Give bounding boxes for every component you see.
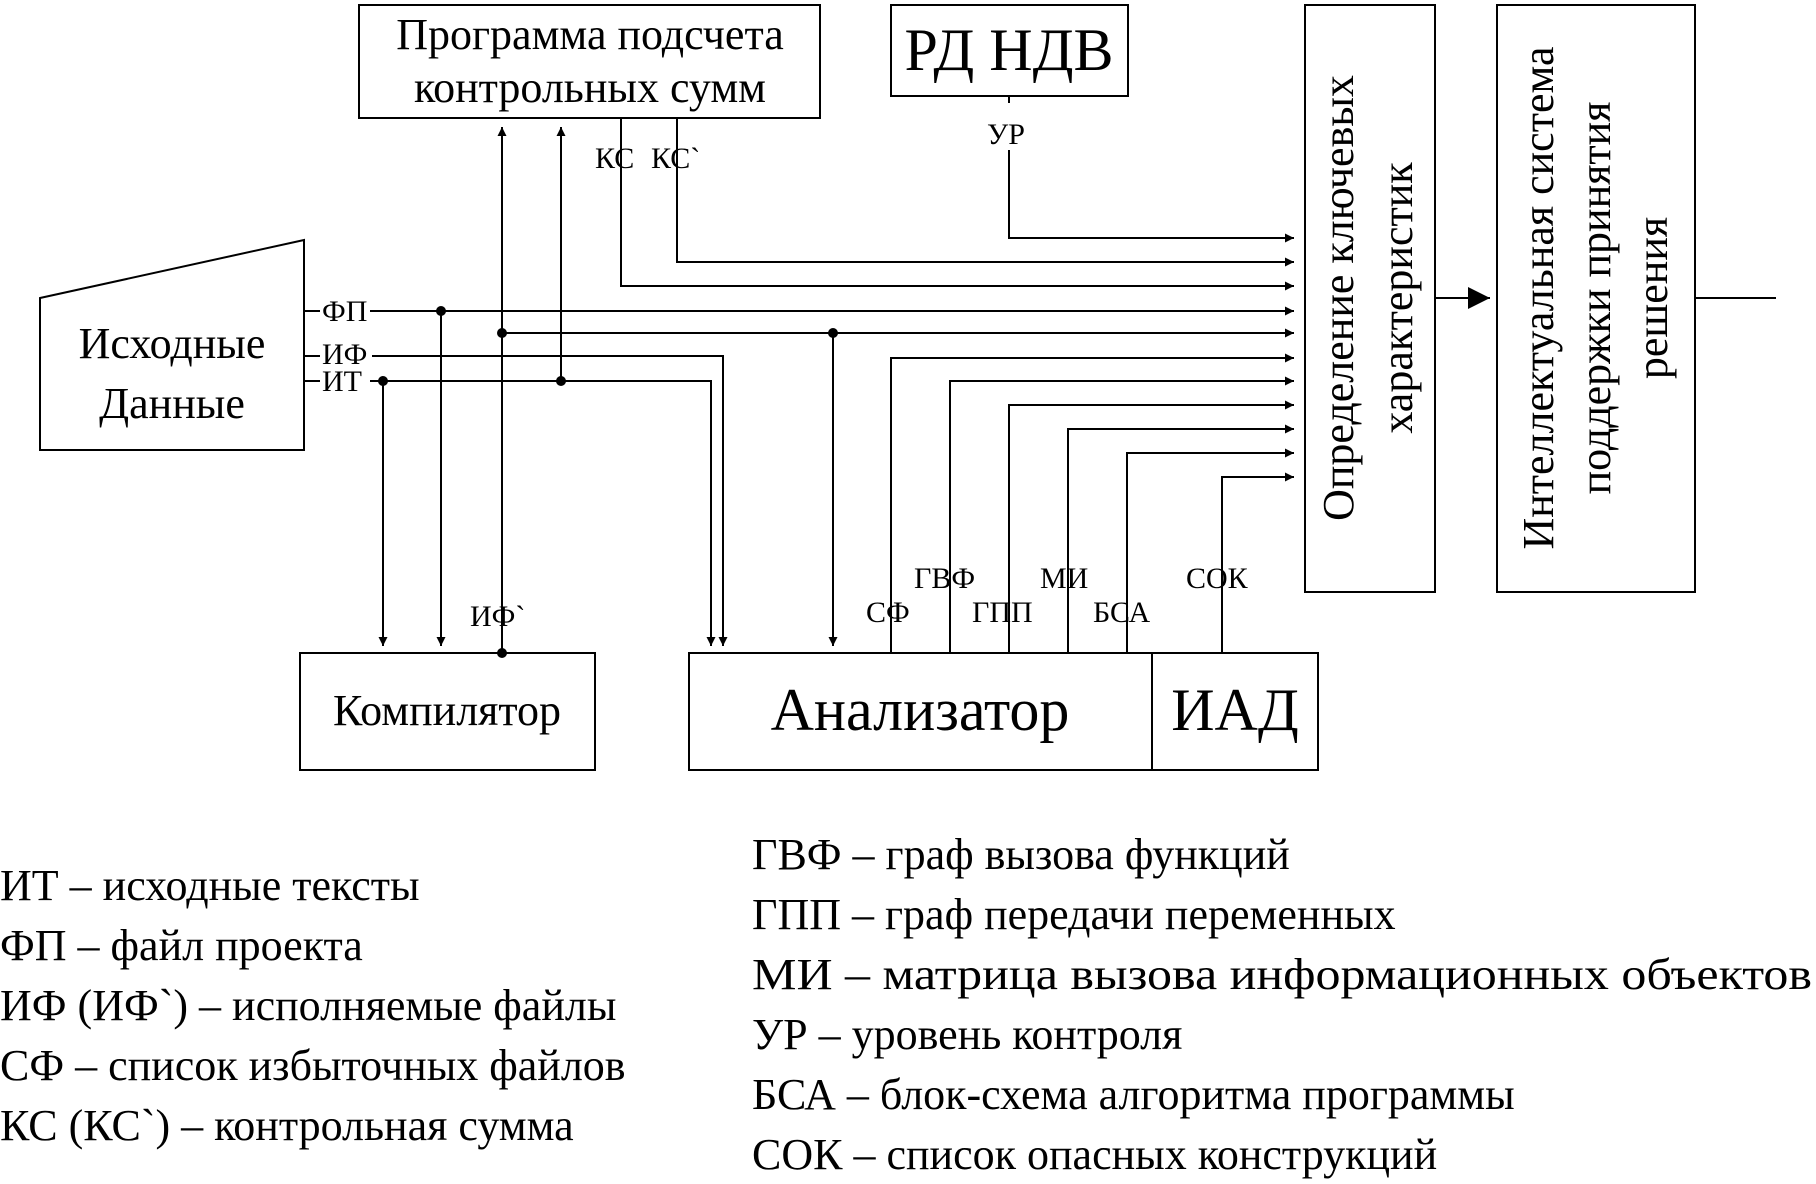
fp-label: ФП — [322, 295, 367, 328]
mi-arrow — [1067, 424, 1294, 653]
key-characteristics-label-1: Определение ключевых — [1314, 75, 1363, 521]
decision-support-label-1: Интеллектуальная система — [1514, 46, 1563, 549]
legend-item: СОК – список опасных конструкций — [752, 1130, 1437, 1179]
analyzer-output-wires — [890, 353, 1294, 653]
compiler-block: Компилятор — [299, 652, 596, 771]
analyzer-label: Анализатор — [771, 677, 1070, 743]
junction-dot — [378, 376, 388, 386]
gvf-arrow — [949, 376, 1294, 653]
checksum-program-label-1: Программа подсчета — [396, 10, 784, 59]
rd-ndv-label: РД НДВ — [904, 17, 1113, 83]
legend-item: ГВФ – граф вызова функций — [752, 830, 1290, 879]
analyzer-block: Анализатор — [688, 652, 1153, 771]
junction-dot — [497, 648, 507, 658]
legend-item: БСА – блок-схема алгоритма программы — [752, 1070, 1515, 1119]
decision-support-label-2: поддержки принятия — [1571, 102, 1620, 495]
rd-ndv-block: РД НДВ — [890, 4, 1129, 97]
gvf-label: ГВФ — [914, 562, 975, 595]
source-data-label-1: Исходные — [79, 319, 266, 368]
ks-prime-arrow — [676, 118, 1294, 267]
ks-arrow — [620, 118, 1294, 291]
decision-support-block: Интеллектуальная система поддержки приня… — [1496, 4, 1696, 593]
bsa-label: БСА — [1093, 596, 1151, 629]
mi-label: МИ — [1040, 562, 1088, 595]
checksum-wires — [620, 118, 1294, 291]
junction-dot — [497, 328, 507, 338]
sf-arrow — [890, 353, 1294, 653]
gpp-label: ГПП — [972, 596, 1033, 629]
legend-item: СФ – список избыточных файлов — [0, 1041, 626, 1090]
ks-label: КС — [595, 142, 634, 175]
source-data-wires — [304, 127, 1294, 658]
legend-item: УР – уровень контроля — [752, 1010, 1182, 1059]
sok-arrow — [1221, 472, 1294, 653]
ur-arrow — [1008, 150, 1294, 243]
junction-dot — [828, 328, 838, 338]
if-to-analyzer-arrow — [372, 355, 728, 646]
checksum-program-label-2: контрольных сумм — [414, 63, 766, 112]
iad-block: ИАД — [1151, 652, 1319, 771]
decision-support-label-3: решения — [1628, 217, 1677, 379]
bsa-arrow — [1126, 448, 1294, 653]
legend-item: ИТ – исходные тексты — [0, 861, 420, 910]
source-data-label-2: Данные — [99, 379, 245, 428]
legend-left: ИТ – исходные тексты ФП – файл проекта И… — [0, 861, 626, 1150]
compiler-label: Компилятор — [333, 686, 561, 735]
signal-labels: ФП ИФ ИТ КС КС` УР ИФ` СФ ГВФ ГПП МИ БСА… — [322, 118, 1249, 633]
key-characteristics-label-2: характеристик — [1373, 162, 1422, 434]
sok-label: СОК — [1186, 562, 1249, 595]
ur-label: УР — [987, 118, 1025, 151]
junction-dot — [556, 376, 566, 386]
legend-item: ФП – файл проекта — [0, 921, 363, 970]
checksum-program-block: Программа подсчета контрольных сумм — [358, 4, 821, 119]
sf-label: СФ — [866, 596, 910, 629]
junction-dot — [436, 306, 446, 316]
ks-prime-label: КС` — [651, 142, 700, 175]
legend-item: КС (КС`) – контрольная сумма — [0, 1101, 574, 1150]
source-data-block: Исходные Данные — [39, 238, 305, 451]
legend-item: ГПП – граф передачи переменных — [752, 890, 1396, 939]
it-label: ИТ — [322, 365, 362, 398]
legend-right: ГВФ – граф вызова функций ГПП – граф пер… — [752, 830, 1812, 1179]
gpp-arrow — [1008, 400, 1294, 653]
it-to-analyzer-arrow — [370, 380, 716, 646]
if-prime-label: ИФ` — [470, 600, 525, 633]
legend-item: ИФ (ИФ`) – исполняемые файлы — [0, 981, 616, 1030]
if-label: ИФ — [322, 338, 367, 371]
key-characteristics-block: Определение ключевых характеристик — [1304, 4, 1436, 593]
iad-label: ИАД — [1171, 677, 1299, 743]
legend-item: МИ – матрица вызова информационных объек… — [752, 950, 1812, 999]
